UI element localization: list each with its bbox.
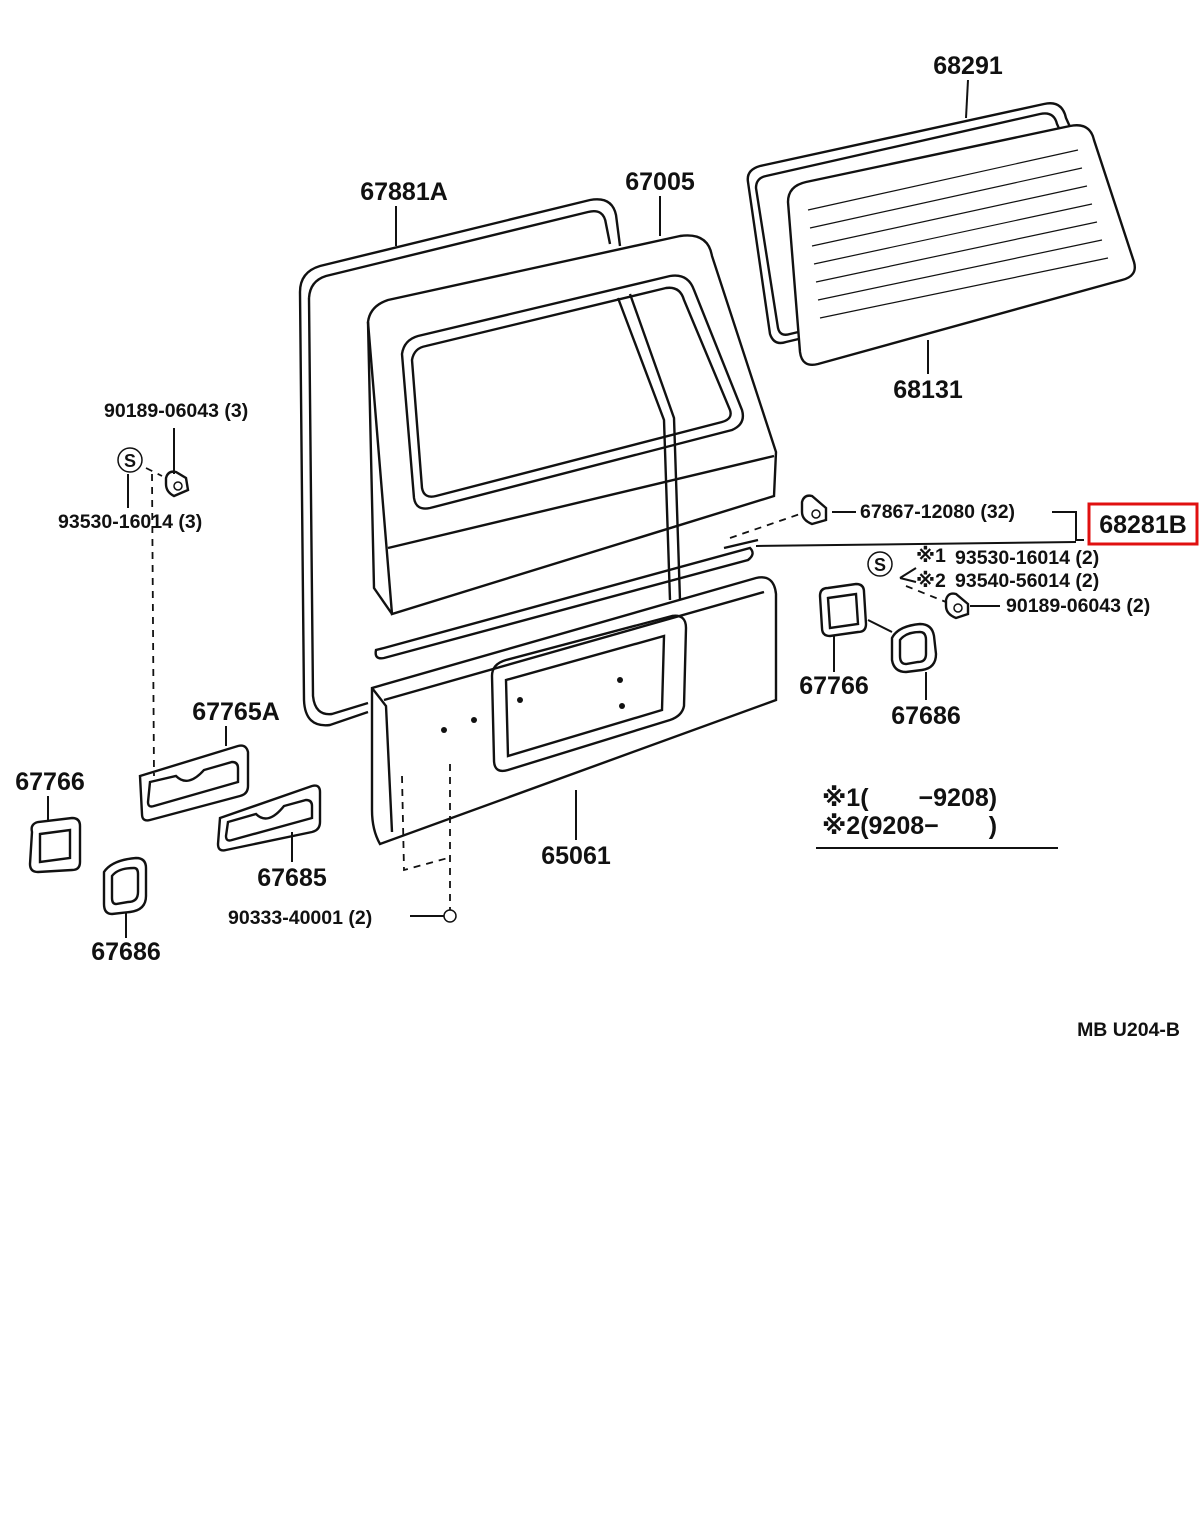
part-label: 93530-16014 (2) [955, 547, 1099, 569]
part-label-highlighted[interactable]: 68281B [1099, 511, 1187, 539]
clip-icon [164, 470, 190, 498]
clip-icon [944, 592, 970, 620]
s-symbol-icon: S [117, 447, 143, 473]
part-label: 67881A [360, 178, 448, 206]
part-label: 65061 [541, 842, 611, 870]
part-label: 93540-56014 (2) [955, 570, 1099, 592]
note-2: ※2(9208− ) [822, 812, 997, 840]
svg-text:S: S [124, 451, 136, 471]
part-label: 93530-16014 (3) [58, 511, 202, 533]
lamp-gasket-67685 [216, 784, 322, 852]
part-label: 67766 [799, 672, 869, 700]
leader-lines [47, 79, 1084, 938]
moulding-strip [723, 538, 759, 550]
part-label: 67005 [625, 168, 695, 196]
pad-67686-left [102, 856, 148, 916]
pad-67766-right [818, 582, 868, 638]
mark-1: ※1 [916, 545, 946, 567]
clip-icon [800, 494, 828, 526]
back-door-panel-67005 [366, 234, 778, 616]
mark-2: ※2 [916, 570, 946, 592]
svg-text:S: S [874, 555, 886, 575]
part-label: 67686 [891, 702, 961, 730]
part-label: 67686 [91, 938, 161, 966]
lamp-gasket-67765a [138, 744, 250, 822]
part-label: 67685 [257, 864, 327, 892]
note-1: ※1( −9208) [822, 784, 997, 812]
back-door-trim-board-65061 [370, 546, 778, 846]
pad-67686-right [890, 622, 938, 674]
back-door-glass-68131 [786, 124, 1136, 366]
part-label: 68291 [933, 52, 1003, 80]
dashed-guides [145, 467, 947, 910]
diagram-code: MB U204-B [1077, 1019, 1180, 1041]
s-symbol-icon: S [867, 551, 893, 577]
part-label: 67765A [192, 698, 280, 726]
highlight-box [1087, 502, 1199, 546]
part-label: 68131 [893, 376, 963, 404]
part-label: 67867-12080 (32) [860, 501, 1015, 523]
part-label: 90189-06043 (3) [104, 400, 248, 422]
weatherstrip-67881a [298, 198, 622, 727]
pad-67766-left [28, 816, 82, 874]
part-label: 90189-06043 (2) [1006, 595, 1150, 617]
part-label: 67766 [15, 768, 85, 796]
screw-icon [443, 909, 457, 923]
part-label: 90333-40001 (2) [228, 907, 372, 929]
